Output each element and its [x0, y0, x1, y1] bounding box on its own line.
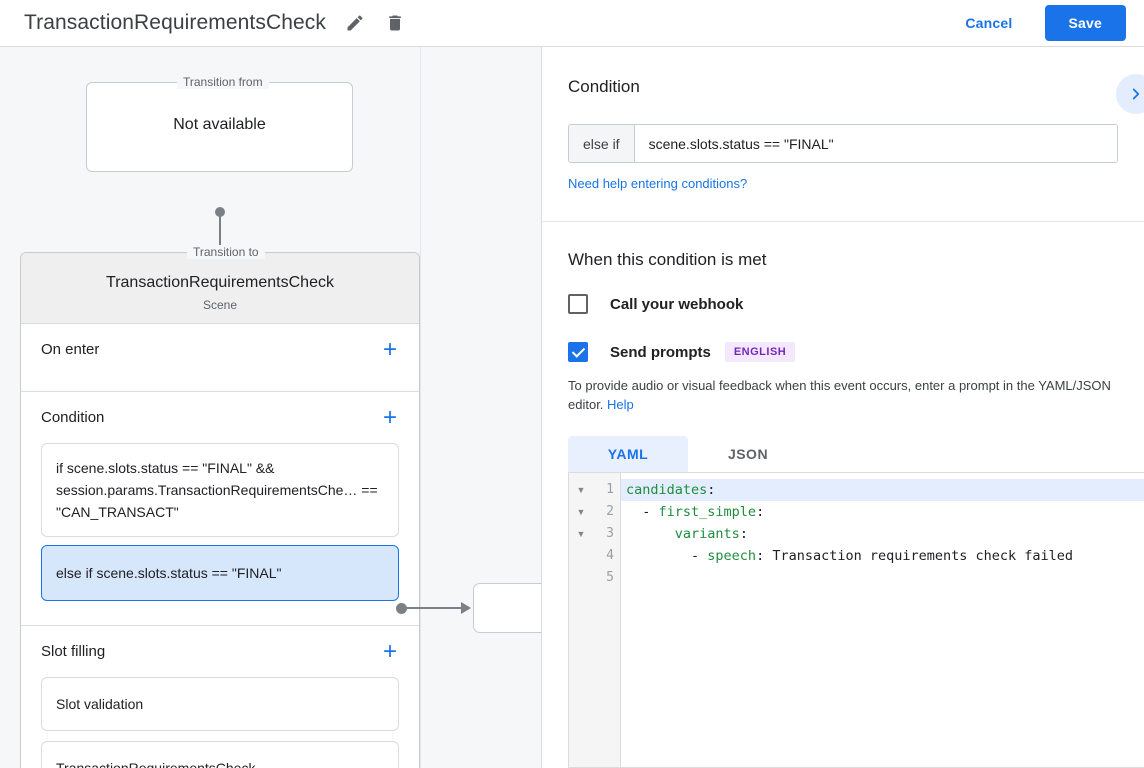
slot-filling-item[interactable]: TransactionRequirementsCheck — [41, 741, 399, 768]
chevron-right-icon[interactable] — [1116, 74, 1144, 114]
call-webhook-checkbox[interactable] — [568, 294, 588, 314]
send-prompts-description-text: To provide audio or visual feedback when… — [568, 378, 1111, 412]
save-button[interactable]: Save — [1044, 5, 1126, 41]
transition-to-card[interactable]: Transition to TransactionRequirementsChe… — [20, 245, 420, 768]
fold-toggle-icon[interactable]: ▼ — [576, 485, 586, 495]
page-title: TransactionRequirementsCheck — [24, 11, 326, 34]
app-header: TransactionRequirementsCheck Cancel Save — [0, 0, 1144, 47]
scene-header: TransactionRequirementsCheck Scene — [21, 253, 419, 324]
yaml-editor[interactable]: ▼ ▼ ▼ 1 2 3 4 5 candidates: - first_simple: va… — [568, 472, 1144, 768]
webhook-row: Call your webhook — [568, 294, 1118, 314]
edge-source-dot — [396, 603, 407, 614]
tab-yaml[interactable]: YAML — [568, 436, 688, 472]
when-condition-met-heading: When this condition is met — [568, 250, 767, 269]
scene-subtitle: Scene — [202, 298, 238, 312]
transition-from-value: Not available — [173, 116, 266, 133]
section-header: On enter + — [41, 324, 399, 375]
add-on-enter-button[interactable]: + — [382, 335, 397, 363]
edge-target-card[interactable] — [473, 583, 541, 633]
condition-help-link[interactable]: Need help entering conditions? — [568, 176, 748, 191]
section-header: Slot filling + — [41, 626, 399, 677]
edge-arrowhead-icon — [461, 602, 471, 614]
canvas-guide-line — [420, 47, 421, 768]
connector-line — [219, 212, 221, 254]
transition-from-card[interactable]: Transition from Not available — [86, 75, 353, 172]
prompts-help-link[interactable]: Help — [607, 397, 634, 412]
tab-json[interactable]: JSON — [727, 446, 769, 462]
line-number: 1 — [606, 482, 614, 497]
send-prompts-description: To provide audio or visual feedback when… — [568, 376, 1118, 414]
call-webhook-label: Call your webhook — [610, 295, 744, 313]
transition-from-legend: Transition from — [177, 75, 269, 89]
scene-section-on-enter: On enter + — [21, 324, 419, 392]
line-number: 3 — [606, 526, 614, 541]
condition-input[interactable] — [634, 125, 1117, 162]
code-line[interactable]: - first_simple: — [626, 504, 765, 520]
section-title-on-enter: On enter — [41, 341, 100, 358]
code-line[interactable]: variants: — [674, 526, 748, 542]
when-condition-met-section: When this condition is met Call your web… — [542, 222, 1144, 472]
details-panel: Condition else if Need help entering con… — [541, 47, 1144, 768]
scene-section-slot-filling: Slot filling + Slot validation Transacti… — [21, 626, 419, 768]
slot-filling-item[interactable]: Slot validation — [41, 677, 399, 731]
line-number: 4 — [606, 548, 614, 563]
condition-item[interactable]: if scene.slots.status == "FINAL" && sess… — [41, 443, 399, 537]
transition-to-legend: Transition to — [187, 245, 265, 259]
line-number: 2 — [606, 504, 614, 519]
add-slot-filling-button[interactable]: + — [382, 637, 397, 665]
cancel-button[interactable]: Cancel — [955, 7, 1022, 39]
line-number-gutter: 1 2 3 4 5 — [593, 473, 621, 767]
fold-toggle-icon[interactable]: ▼ — [576, 529, 586, 539]
scene-title: TransactionRequirementsCheck — [106, 274, 334, 291]
pencil-icon[interactable] — [340, 8, 370, 38]
condition-section: Condition else if Need help entering con… — [542, 47, 1144, 222]
send-prompts-row: Send prompts ENGLISH — [568, 342, 1118, 362]
scene-section-condition: Condition + if scene.slots.status == "FI… — [21, 392, 419, 626]
code-line[interactable] — [621, 567, 1144, 589]
fold-toggle-icon[interactable]: ▼ — [576, 507, 586, 517]
condition-input-row[interactable]: else if — [568, 124, 1118, 163]
line-number: 5 — [606, 570, 614, 585]
code-line[interactable]: - speech: Transaction requirements check… — [626, 548, 1074, 564]
edge-line — [405, 607, 467, 609]
add-condition-button[interactable]: + — [382, 403, 397, 431]
condition-heading: Condition — [568, 77, 640, 96]
section-header: Condition + — [41, 392, 399, 443]
code-area[interactable]: candidates: - first_simple: variants: - … — [621, 473, 1144, 767]
section-title-slot-filling: Slot filling — [41, 643, 106, 660]
condition-prefix-label: else if — [569, 125, 635, 162]
send-prompts-label: Send prompts — [610, 343, 711, 361]
send-prompts-checkbox[interactable] — [568, 342, 588, 362]
condition-item-selected[interactable]: else if scene.slots.status == "FINAL" — [41, 545, 399, 601]
fold-spacer — [569, 567, 593, 589]
trash-icon[interactable] — [380, 8, 410, 38]
editor-tabs: YAML JSON — [568, 436, 1118, 472]
flow-canvas[interactable]: Transition from Not available Transition… — [0, 47, 541, 768]
section-title-condition: Condition — [41, 409, 105, 426]
code-line[interactable]: candidates: — [621, 479, 1144, 501]
fold-spacer — [569, 545, 593, 567]
language-badge: ENGLISH — [724, 342, 796, 362]
fold-gutter: ▼ ▼ ▼ — [569, 473, 593, 767]
